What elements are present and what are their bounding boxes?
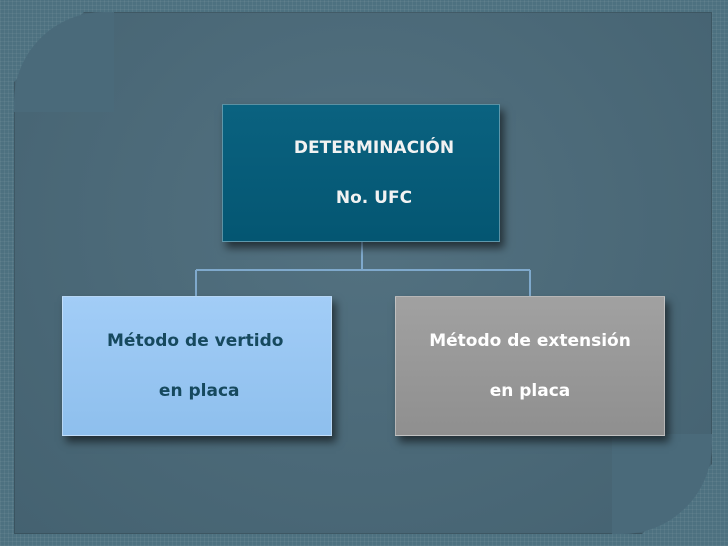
determination-title: DETERMINACIÓN	[293, 137, 455, 158]
pour-plate-line1: Método de vertido	[107, 330, 284, 351]
determination-subtitle: No. UFC	[335, 187, 413, 208]
pour-plate-method-box: Método de vertido en placa	[62, 296, 332, 436]
spread-plate-line1: Método de extensión	[429, 330, 631, 351]
slide-panel	[14, 12, 712, 534]
pour-plate-line2: en placa	[158, 380, 240, 401]
spread-plate-line2: en placa	[489, 380, 571, 401]
determination-box: DETERMINACIÓN No. UFC	[222, 104, 500, 242]
spread-plate-method-box: Método de extensión en placa	[395, 296, 665, 436]
